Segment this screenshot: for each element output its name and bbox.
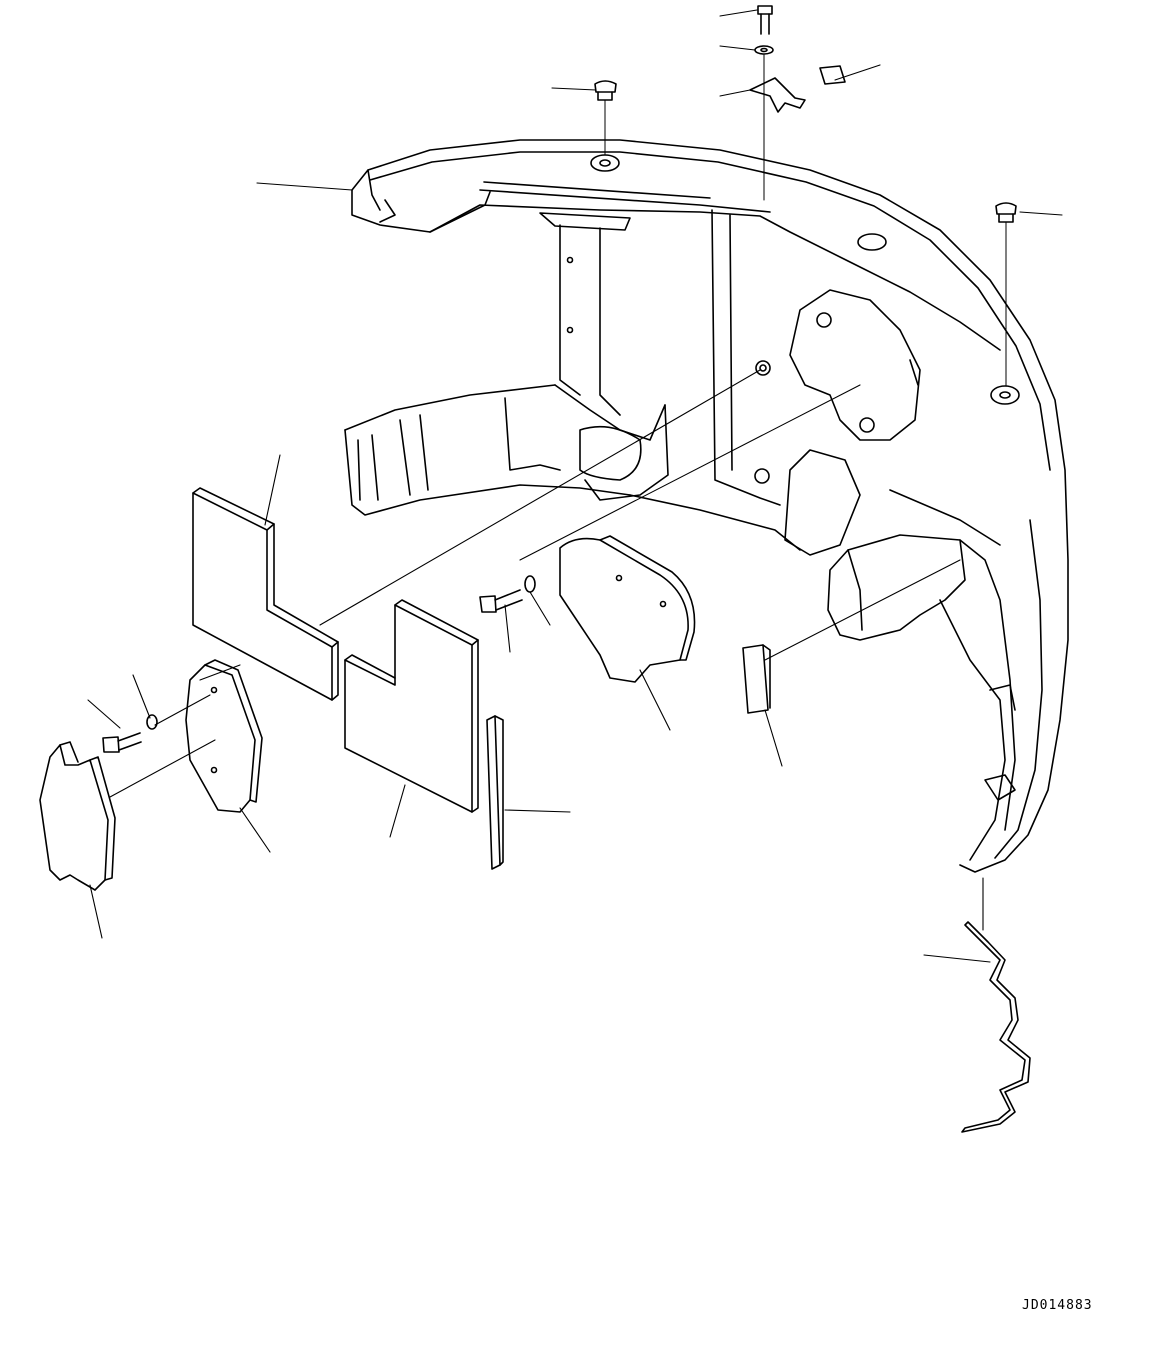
loose-parts — [40, 488, 1030, 1132]
leader-lines — [88, 10, 1062, 962]
drawing-reference-code: JD014883 — [1022, 1298, 1093, 1313]
top-hardware — [595, 6, 1016, 386]
counterweight-body — [345, 140, 1068, 872]
